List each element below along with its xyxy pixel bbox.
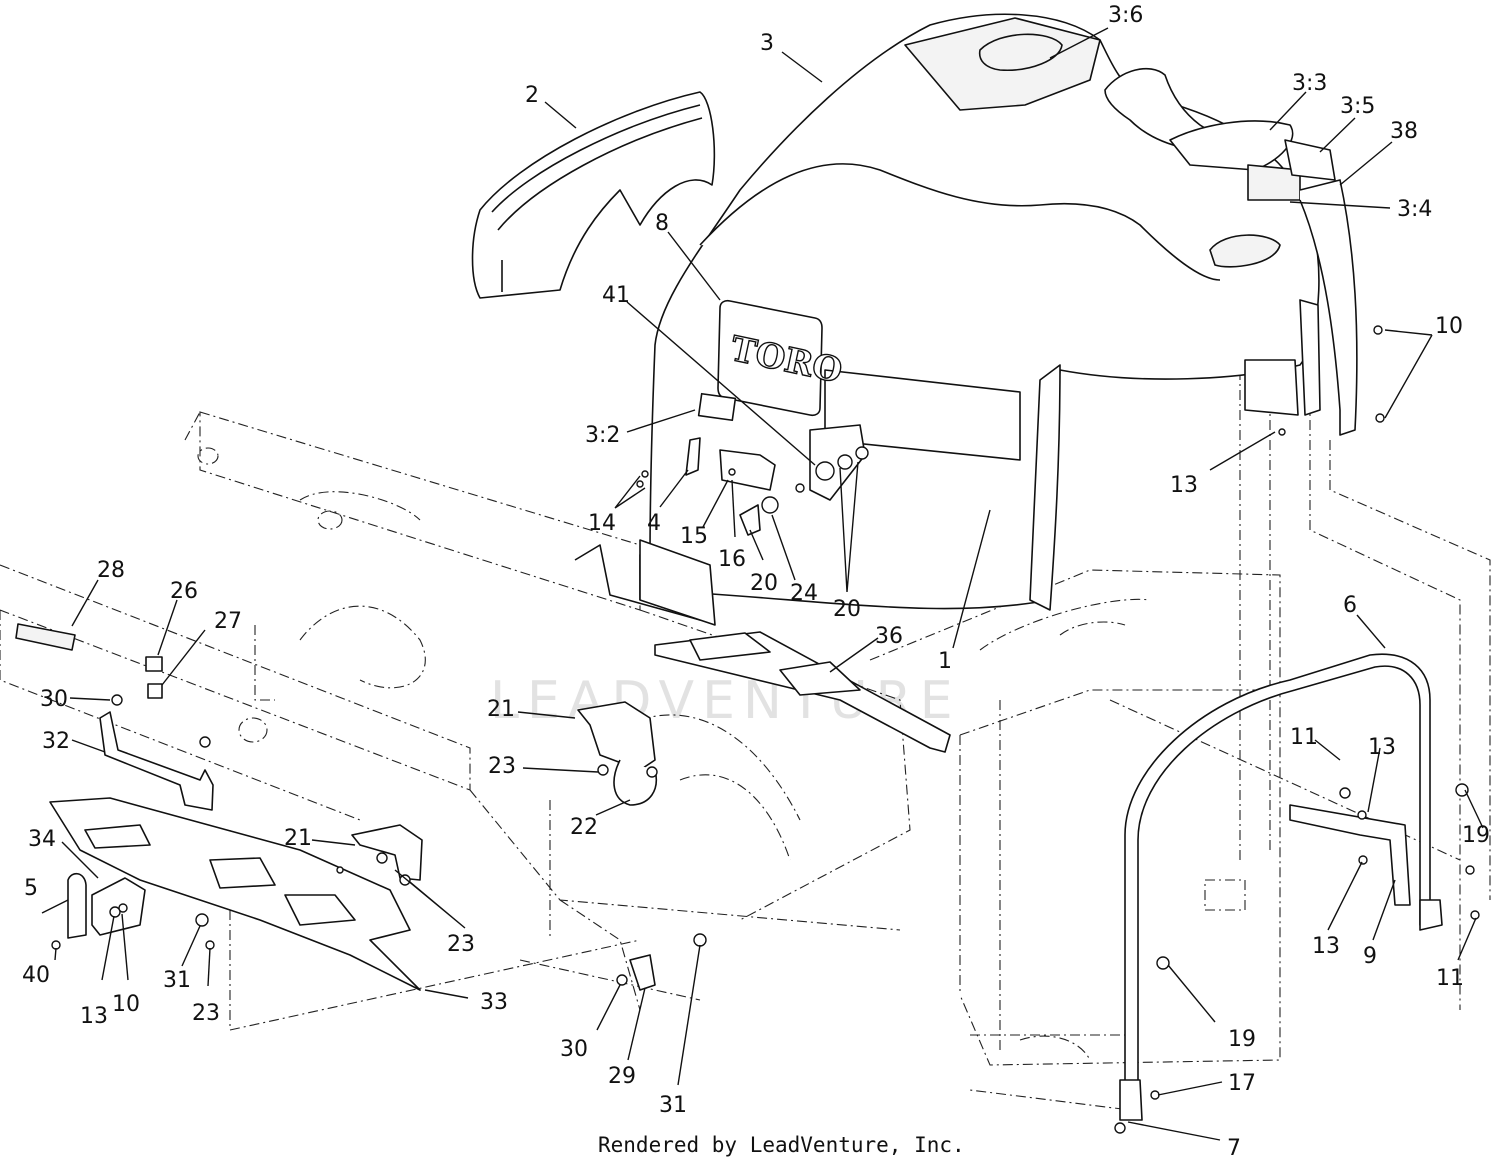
callout-label: 26 (170, 579, 198, 604)
chassis-frame (0, 411, 911, 1031)
engine-frame (869, 300, 1491, 1111)
callout-label: 19 (1228, 1027, 1256, 1052)
callout-label: 24 (790, 581, 818, 606)
callout-label: 11 (1290, 725, 1318, 750)
callout-label: 29 (608, 1064, 636, 1089)
callout-label: 3:2 (585, 423, 620, 448)
part-26-decal (145, 656, 163, 672)
hardware-lower (195, 913, 707, 991)
callout-label: 8 (655, 211, 669, 236)
callout-label: 31 (659, 1093, 687, 1118)
latch-hardware (636, 424, 869, 536)
callout-label: 33 (480, 990, 508, 1015)
part-5-handle (51, 872, 146, 950)
callout-label: 13 (1312, 934, 1340, 959)
callout-label: 41 (602, 283, 630, 308)
part-34-plate (49, 797, 421, 991)
callout-label: 38 (1390, 119, 1418, 144)
callout-label: 21 (487, 697, 515, 722)
callout-label: 2 (525, 83, 539, 108)
part-2-side-panel (471, 91, 716, 299)
callout-label: 36 (875, 624, 903, 649)
callout-label: 20 (750, 571, 778, 596)
callout-label: 13 (1170, 473, 1198, 498)
callout-label: 32 (42, 729, 70, 754)
callout-label: 10 (112, 992, 140, 1017)
leader-lines (41, 27, 1484, 1141)
callout-label: 13 (80, 1004, 108, 1029)
callout-label: 7 (1227, 1136, 1241, 1161)
callout-labels: 3:6 3 2 3:3 3:5 38 3:4 8 41 10 3:2 13 14… (22, 3, 1490, 1161)
callout-label: 11 (1436, 966, 1464, 991)
footer-credit: Rendered by LeadVenture, Inc. (598, 1133, 965, 1157)
part-21-bracket-lower (336, 824, 423, 886)
callout-label: 28 (97, 558, 125, 583)
callout-label: 3:6 (1108, 3, 1143, 28)
callout-label: 14 (588, 511, 616, 536)
callout-label: 9 (1363, 944, 1377, 969)
callout-label: 40 (22, 963, 50, 988)
callout-label: 13 (1368, 735, 1396, 760)
callout-label: 20 (833, 597, 861, 622)
part-36-plate (654, 631, 951, 753)
part-3-2-decal (697, 392, 737, 422)
callout-label: 22 (570, 815, 598, 840)
part-1-decal (824, 369, 1021, 461)
callout-label: 34 (28, 827, 56, 852)
callout-label: 23 (192, 1001, 220, 1026)
part-27-decal (147, 683, 163, 699)
callout-label: 3:3 (1292, 71, 1327, 96)
callout-label: 4 (647, 511, 661, 536)
callout-label: 27 (214, 609, 242, 634)
callout-label: 16 (718, 547, 746, 572)
callout-label: 3:5 (1340, 94, 1375, 119)
callout-label: 10 (1435, 314, 1463, 339)
callout-label: 15 (680, 524, 708, 549)
callout-label: 6 (1343, 593, 1357, 618)
callout-label: 19 (1462, 823, 1490, 848)
callout-label: 17 (1228, 1071, 1256, 1096)
part-21-bracket-upper (577, 701, 658, 806)
part-bracket-upper (574, 539, 716, 626)
callout-label: 23 (488, 754, 516, 779)
callout-label: 23 (447, 932, 475, 957)
callout-label: 5 (24, 876, 38, 901)
callout-label: 30 (560, 1037, 588, 1062)
callout-label: 1 (938, 649, 952, 674)
callout-label: 21 (284, 826, 312, 851)
part-28-decal (15, 623, 76, 651)
part-32-bracket (99, 711, 214, 811)
callout-label: 30 (40, 687, 68, 712)
callout-label: 3:4 (1397, 197, 1432, 222)
callout-label: 31 (163, 968, 191, 993)
callout-label: 3 (760, 31, 774, 56)
part-6-roll-bar (1114, 325, 1480, 1134)
